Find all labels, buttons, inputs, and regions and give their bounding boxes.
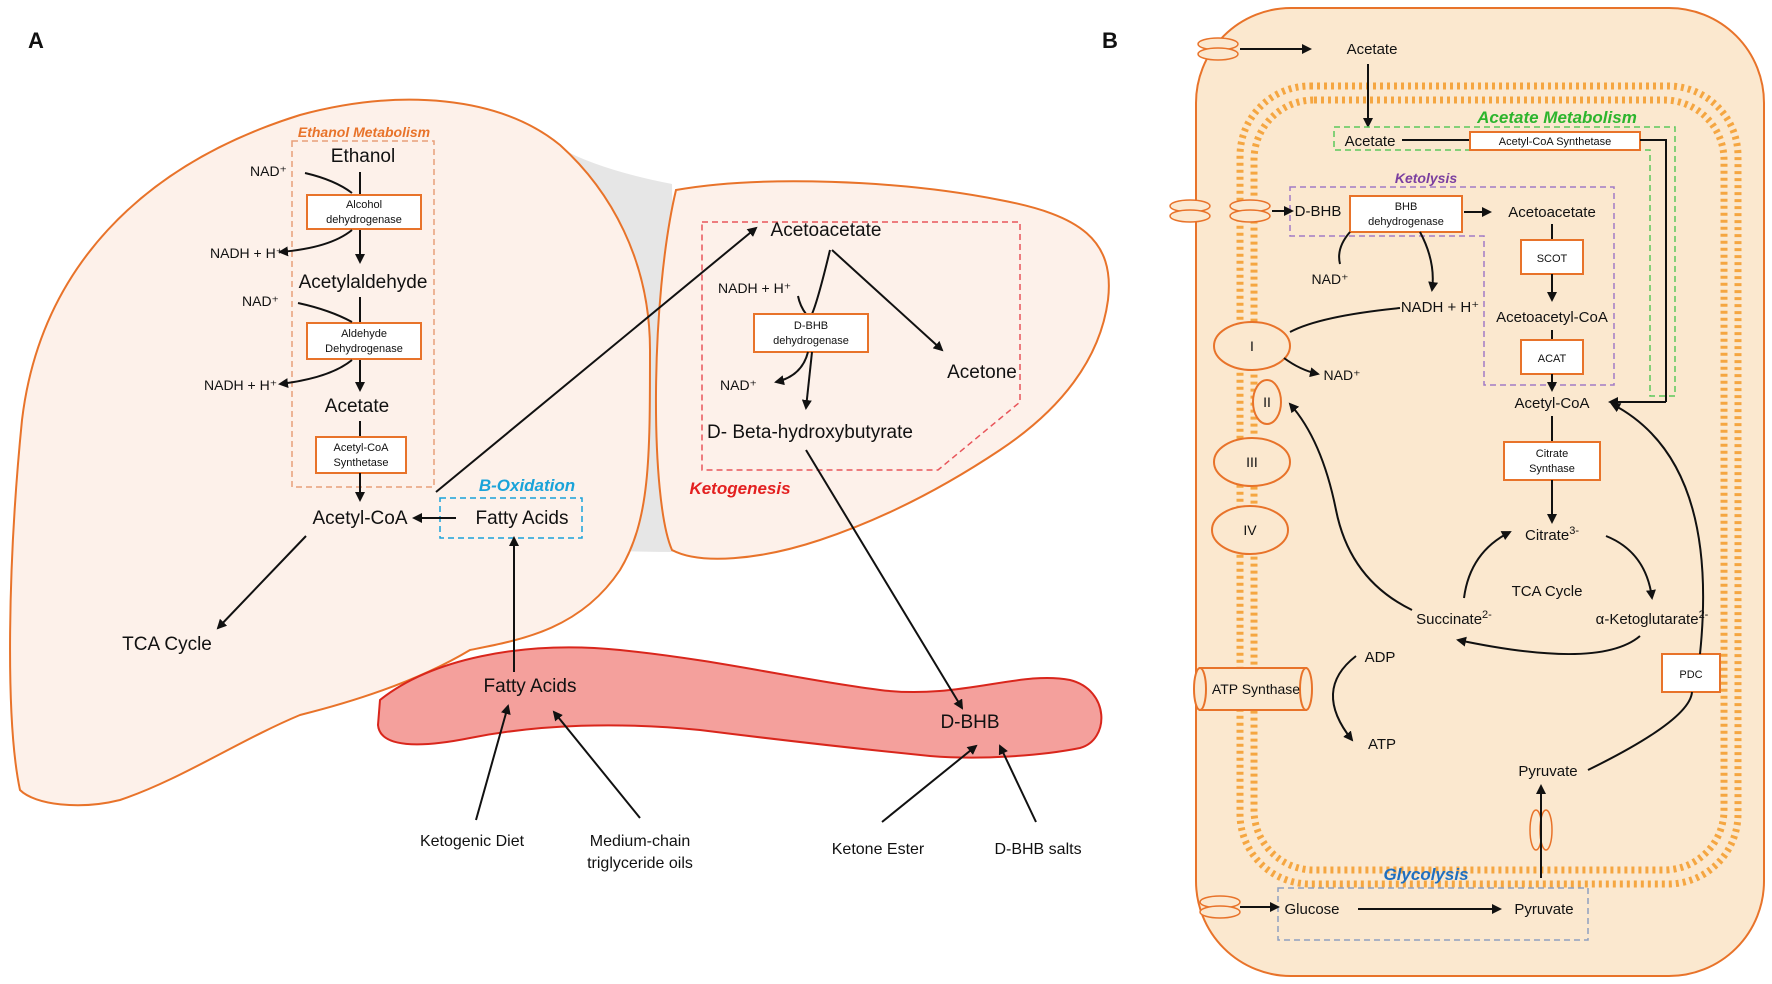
mitochondrial-inner-membrane (1250, 96, 1728, 874)
acetyl-coa-b-label: Acetyl-CoA (1514, 395, 1589, 412)
acetyl-coa-synthetase-b-label: Acetyl-CoA Synthetase (1499, 136, 1612, 148)
acetyl-coa-synthetase-a-line1: Acetyl-CoA (333, 442, 389, 454)
tca-cycle-b-label: TCA Cycle (1512, 583, 1583, 600)
glucose-label: Glucose (1284, 901, 1339, 918)
atp-synthase (1193, 667, 1313, 711)
tca-cycle-a-label: TCA Cycle (122, 634, 212, 655)
nad-1: NAD⁺ (250, 163, 287, 179)
fatty-acids-blood-label: Fatty Acids (484, 676, 577, 697)
aldehyde-dehydrogenase-line1: Aldehyde (341, 328, 387, 340)
ketogenesis-box (701, 221, 1021, 471)
complex-i (1213, 321, 1291, 371)
ketone-ester-label: Ketone Ester (832, 841, 925, 858)
bhb-dehydrogenase-line2: dehydrogenase (1368, 216, 1444, 228)
dbhb-dehydrogenase-line2: dehydrogenase (773, 335, 849, 347)
pyruvate-cyto-label: Pyruvate (1514, 901, 1573, 918)
acetate-metabolism-title: Acetate Metabolism (1476, 108, 1637, 127)
complex-iii (1213, 437, 1291, 487)
complex-iii-label: III (1246, 454, 1258, 470)
nadh-ketogenesis: NADH + H⁺ (718, 280, 791, 296)
citrate-synthase-line1: Citrate (1536, 448, 1568, 460)
acetoacetate-b-label: Acetoacetate (1508, 204, 1596, 221)
pyruvate-mito-label: Pyruvate (1518, 763, 1577, 780)
nad-complex-i: NAD⁺ (1324, 367, 1361, 383)
ethanol-metabolism-title: Ethanol Metabolism (298, 124, 430, 140)
scot-label: SCOT (1537, 253, 1568, 265)
liver-right-lobe (655, 180, 1110, 560)
nadh-ketolysis: NADH + H⁺ (1401, 299, 1479, 316)
complex-i-label: I (1250, 338, 1254, 354)
acetate-a-label: Acetate (325, 396, 389, 417)
dbhb-b-label: D-BHB (1295, 203, 1342, 220)
dbhb-blood-label: D-BHB (940, 712, 999, 733)
ketolysis-box (1289, 186, 1615, 386)
acetoacetate-a-label: Acetoacetate (771, 220, 882, 241)
pdc-label: PDC (1679, 669, 1702, 681)
b-oxidation-title: B-Oxidation (479, 476, 575, 495)
complex-ii (1252, 379, 1282, 425)
fatty-acids-liver-label: Fatty Acids (476, 508, 569, 529)
panel-a-label: A (28, 28, 44, 53)
panel-b-label: B (1102, 28, 1118, 53)
acetylaldehyde-label: Acetylaldehyde (299, 272, 428, 293)
dbhb-transporter-cell (1169, 199, 1211, 223)
complex-iv (1211, 505, 1289, 555)
glycolysis-title: Glycolysis (1383, 865, 1468, 884)
mct-oils-line1: Medium-chain (590, 833, 690, 850)
alcohol-dehydrogenase-line1: Alcohol (346, 199, 382, 211)
acetoacetyl-coa-label: Acetoacetyl-CoA (1496, 309, 1608, 326)
ketogenic-diet-label: Ketogenic Diet (420, 833, 525, 850)
nad-ketolysis: NAD⁺ (1312, 271, 1349, 287)
akg-label: α-Ketoglutarate2- (1596, 609, 1709, 628)
cell-body (1195, 7, 1765, 977)
acetate-mito-label: Acetate (1345, 133, 1396, 150)
acetate-transporter (1197, 37, 1239, 61)
dbhb-dehydrogenase-line1: D-BHB (794, 320, 828, 332)
citrate-label: Citrate3- (1525, 525, 1579, 544)
adp-label: ADP (1365, 649, 1396, 666)
blood-vessel (376, 646, 1103, 759)
atp-label: ATP (1368, 736, 1396, 753)
dbhb-product-label: D- Beta-hydroxybutyrate (707, 422, 913, 443)
aldehyde-dehydrogenase-line2: Dehydrogenase (325, 343, 403, 355)
acetyl-coa-synthetase-a-line2: Synthetase (333, 457, 388, 469)
nadh-2: NADH + H⁺ (204, 377, 277, 393)
complex-iv-label: IV (1243, 522, 1257, 538)
bhb-dehydrogenase-line1: BHB (1395, 201, 1418, 213)
ethanol-label: Ethanol (331, 146, 395, 167)
complex-ii-label: II (1263, 394, 1271, 410)
alcohol-dehydrogenase-line2: dehydrogenase (326, 214, 402, 226)
acetyl-coa-a-label: Acetyl-CoA (312, 508, 407, 529)
dbhb-transporter-mito (1229, 199, 1271, 223)
acat-box (1520, 339, 1584, 375)
alcohol-dehydrogenase-box (306, 194, 422, 230)
pdc-box (1661, 653, 1721, 693)
aldehyde-dehydrogenase-box (306, 322, 422, 360)
ketogenesis-title: Ketogenesis (689, 479, 790, 498)
ethanol-metabolism-box (291, 140, 435, 488)
acetone-label: Acetone (947, 362, 1017, 383)
citrate-synthase-box (1503, 441, 1601, 481)
pyruvate-carrier (1529, 809, 1553, 851)
atp-synthase-label: ATP Synthase (1212, 681, 1300, 697)
citrate-synthase-line2: Synthase (1529, 463, 1575, 475)
acat-label: ACAT (1538, 353, 1567, 365)
scot-box (1520, 239, 1584, 275)
bhb-dehydrogenase-box (1349, 195, 1463, 233)
acetate-metabolism-box (1333, 126, 1676, 397)
ketolysis-title: Ketolysis (1395, 170, 1457, 186)
succinate-label: Succinate2- (1416, 609, 1492, 628)
dbhb-salts-label: D-BHB salts (994, 841, 1081, 858)
nad-2: NAD⁺ (242, 293, 279, 309)
glycolysis-box (1277, 887, 1589, 941)
nadh-1: NADH + H⁺ (210, 245, 283, 261)
glucose-transporter (1199, 895, 1241, 919)
acetate-outer-label: Acetate (1347, 41, 1398, 58)
nad-ketogenesis: NAD⁺ (720, 377, 757, 393)
mct-oils-line2: triglyceride oils (587, 855, 693, 872)
